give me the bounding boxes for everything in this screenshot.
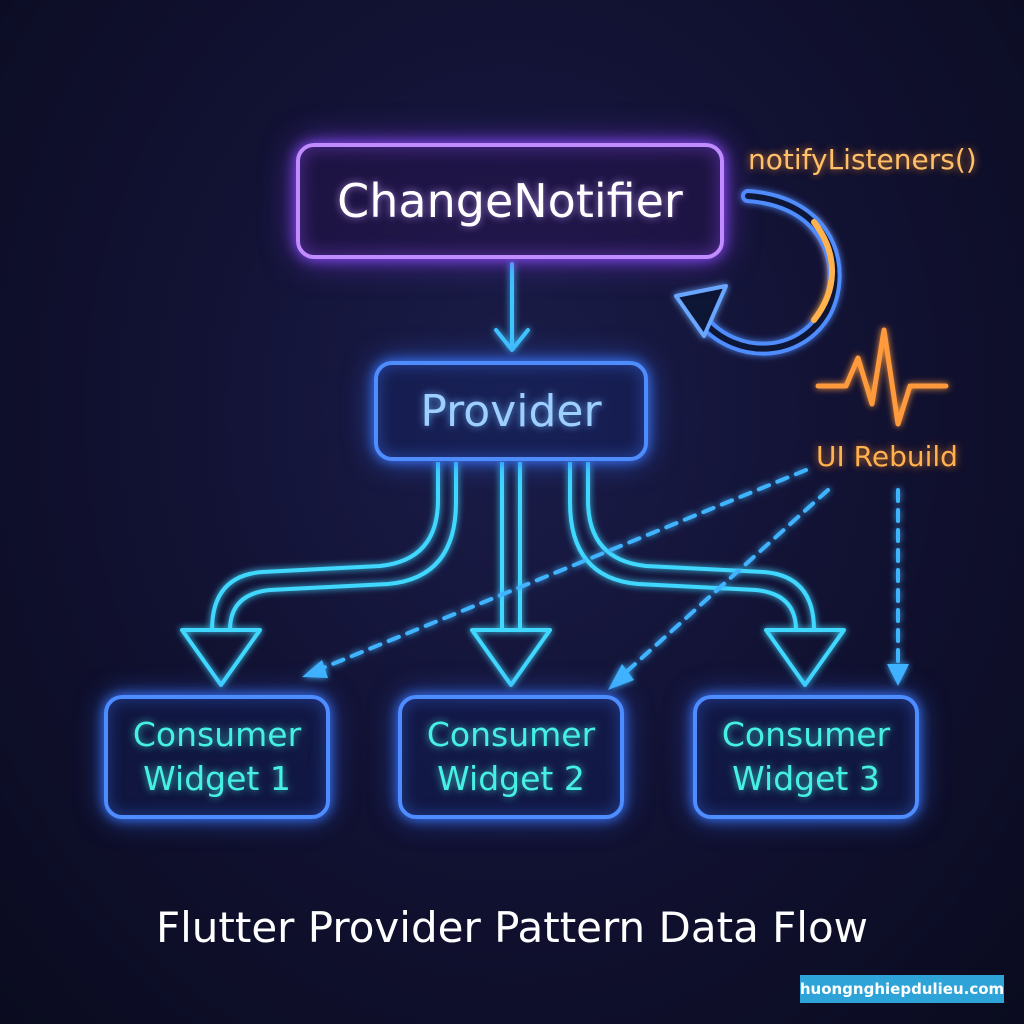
- rebuild-arrowheads: [302, 660, 909, 690]
- consumer-label-line1: Consumer: [132, 715, 302, 754]
- consumer-label-line1: Consumer: [721, 715, 891, 754]
- consumer-widget-3-node: Consumer Widget 3: [693, 695, 919, 819]
- consumer-widget-2-node: Consumer Widget 2: [398, 695, 624, 819]
- notify-listeners-label: notifyListeners(): [748, 143, 977, 176]
- ui-rebuild-label: UI Rebuild: [816, 440, 958, 473]
- consumer-label-line2: Widget 3: [732, 759, 880, 798]
- consumer-label-line1: Consumer: [426, 715, 596, 754]
- consumer-label-line2: Widget 2: [437, 759, 585, 798]
- notify-loop-arrow: [674, 189, 842, 356]
- consumer-widget-1-node: Consumer Widget 1: [104, 695, 330, 819]
- arrow-notifier-to-provider: [494, 262, 530, 352]
- flow-arrow-right: [568, 462, 846, 687]
- provider-label: Provider: [420, 385, 602, 437]
- consumer-label-line2: Widget 1: [143, 759, 291, 798]
- flow-arrow-middle: [470, 462, 552, 687]
- watermark-badge: huongnghiepdulieu.com: [800, 975, 1004, 1003]
- flow-arrow-left: [180, 462, 458, 687]
- change-notifier-node: ChangeNotifier: [296, 143, 724, 259]
- pulse-icon: [815, 327, 949, 427]
- provider-node: Provider: [374, 361, 648, 461]
- diagram-caption: Flutter Provider Pattern Data Flow: [155, 903, 869, 952]
- rebuild-dashed-arrows: [316, 468, 900, 676]
- change-notifier-label: ChangeNotifier: [337, 174, 683, 228]
